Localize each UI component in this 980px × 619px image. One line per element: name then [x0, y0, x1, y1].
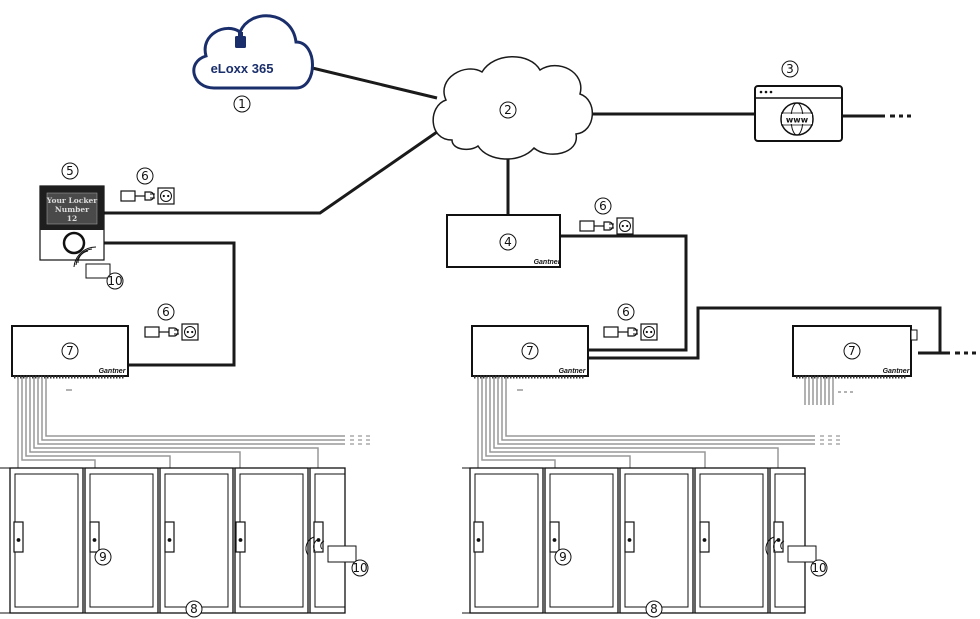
- www-text: www: [786, 116, 809, 125]
- label-8: 8: [190, 602, 198, 616]
- cloud-label: eLoxx 365: [211, 61, 274, 76]
- locker-locks: [473, 521, 784, 553]
- reader-ring: [62, 231, 86, 255]
- label-6: 6: [599, 199, 607, 213]
- eloxx-cloud-service: eLoxx 365: [192, 14, 314, 90]
- label-6: 6: [141, 169, 149, 183]
- app-icon: [235, 36, 246, 48]
- brand-label: Gantner: [534, 259, 562, 266]
- cable-continuation-right: [842, 114, 976, 355]
- rfid-card: [787, 545, 817, 563]
- label-9: 9: [99, 550, 107, 564]
- label-7: 7: [526, 344, 534, 358]
- locker-terminal: Your Locker Number 12: [39, 185, 111, 279]
- power-supply-module-mid: [604, 324, 657, 340]
- web-browser-icon: www: [754, 85, 843, 142]
- screen-line-2: Number: [55, 205, 90, 214]
- label-9: 9: [559, 550, 567, 564]
- terminal-screen: [46, 192, 98, 225]
- power-supply-gateway: [580, 218, 633, 234]
- locker-bank-mid: [462, 467, 817, 614]
- screen-line-1: Your Locker: [46, 196, 99, 205]
- label-7: 7: [848, 344, 856, 358]
- locker-wiring-right: [804, 377, 853, 405]
- label-7: 7: [66, 344, 74, 358]
- locker-module-right: Gantner: [792, 325, 918, 377]
- locker-bank-left: [0, 467, 357, 614]
- label-8: 8: [650, 602, 658, 616]
- label-10: 10: [811, 561, 826, 575]
- network-connections: [104, 64, 942, 367]
- label-2: 2: [504, 103, 512, 117]
- svg-text:Gantner: Gantner: [883, 368, 911, 375]
- svg-text:Gantner: Gantner: [559, 368, 587, 375]
- label-1: 1: [238, 97, 246, 111]
- svg-text:Gantner: Gantner: [99, 368, 127, 375]
- label-5: 5: [66, 164, 74, 178]
- power-supply-module-left: [145, 324, 198, 340]
- number-labels: 1 2 3 4 5 6 6 6 6 7 7 7 8 8 9 9 10 10 10: [66, 62, 856, 616]
- rfid-card: [85, 263, 111, 279]
- label-4: 4: [504, 235, 512, 249]
- power-supply-terminal: [121, 188, 174, 204]
- label-10: 10: [107, 274, 122, 288]
- locker-locks: [13, 521, 324, 553]
- label-10: 10: [352, 561, 367, 575]
- label-3: 3: [786, 62, 794, 76]
- rfid-card: [327, 545, 357, 563]
- number-markers: [61, 60, 861, 618]
- label-6: 6: [162, 305, 170, 319]
- screen-line-3: 12: [67, 214, 77, 223]
- label-6: 6: [622, 305, 630, 319]
